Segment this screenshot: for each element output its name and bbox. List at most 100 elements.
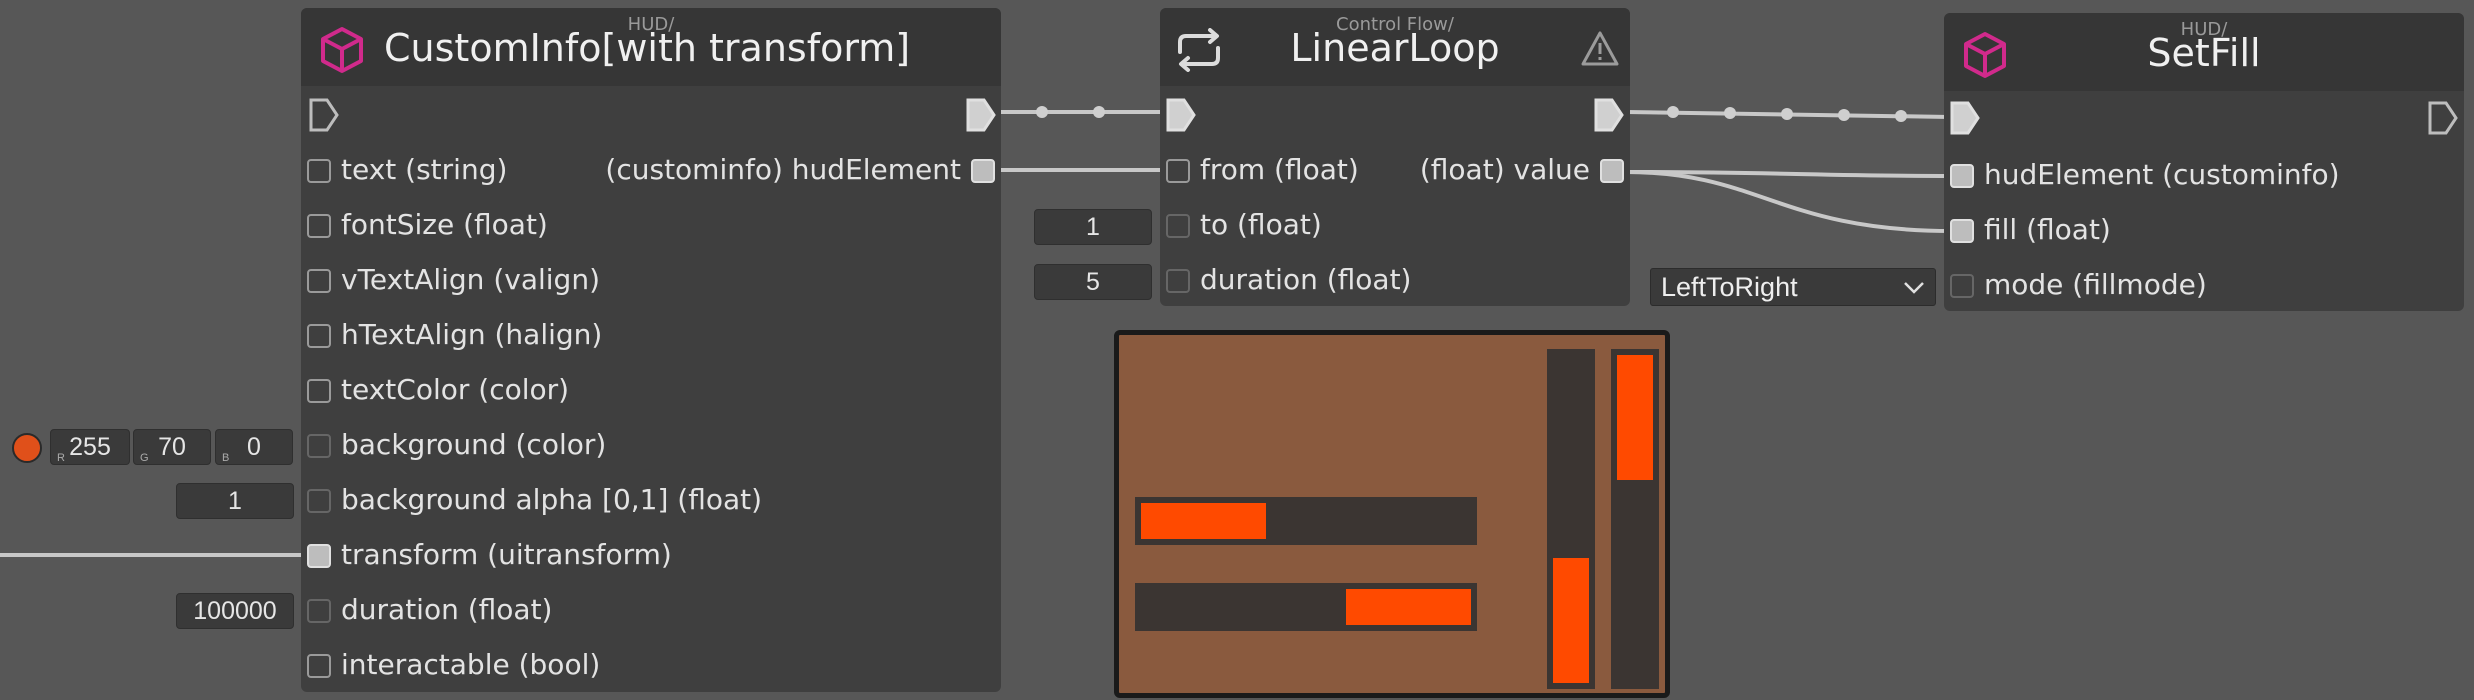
pin-label: duration (float) <box>1200 263 1412 296</box>
pin-label: textColor (color) <box>341 373 570 406</box>
pin-row-hudelement: hudElement (custominfo) <box>1944 156 2464 196</box>
loop-icon <box>1178 28 1220 72</box>
linearloop-duration-field[interactable]: 5 <box>1034 264 1152 300</box>
node-title: CustomInfo[with transform] <box>384 26 911 70</box>
color-r-label: R <box>57 452 65 464</box>
output-label-value: (float) value <box>1419 153 1590 186</box>
pin-label: interactable (bool) <box>341 648 601 681</box>
output-label-hudelement: (custominfo) hudElement <box>605 153 961 186</box>
linearloop-to-field[interactable]: 1 <box>1034 209 1152 245</box>
input-pin[interactable] <box>307 654 331 678</box>
pin-row-duration: duration (float) <box>1160 261 1630 301</box>
pin-label: background alpha [0,1] (float) <box>341 483 763 516</box>
pin-row-vtextalign: vTextAlign (valign) <box>301 261 1001 301</box>
setfill-node-header[interactable]: HUD/ SetFill <box>1944 13 2464 91</box>
fill-bar-left-to-right <box>1135 497 1477 545</box>
fill-bar-left-to-right-fill <box>1141 503 1267 539</box>
fill-preview-panel <box>1114 330 1670 698</box>
pin-label: text (string) <box>341 153 508 186</box>
custominfo-node[interactable]: HUD/ CustomInfo[with transform] text (st… <box>301 8 1001 692</box>
pin-row-duration: duration (float) <box>301 591 1001 631</box>
pin-row-textcolor: textColor (color) <box>301 371 1001 411</box>
pin-row-transform: transform (uitransform) <box>301 536 1001 576</box>
input-pin[interactable] <box>307 159 331 183</box>
pin-label: duration (float) <box>341 593 553 626</box>
exec-output-pin[interactable] <box>966 98 996 132</box>
input-pin[interactable] <box>307 324 331 348</box>
color-b-label: B <box>222 452 230 464</box>
setfill-node[interactable]: HUD/ SetFill hudElement (custominfo) fil… <box>1944 13 2464 311</box>
fill-bar-bottom-to-top <box>1547 349 1595 689</box>
fill-bar-right-to-left <box>1135 583 1477 631</box>
input-pin[interactable] <box>307 214 331 238</box>
fill-bar-top-to-bottom-fill <box>1617 355 1653 480</box>
pin-label: hudElement (custominfo) <box>1984 158 2340 191</box>
linearloop-node[interactable]: Control Flow/ LinearLoop from (float) (f… <box>1160 8 1630 306</box>
input-pin[interactable] <box>1166 159 1190 183</box>
pin-label: hTextAlign (halign) <box>341 318 603 351</box>
pin-label: to (float) <box>1200 208 1322 241</box>
pin-row-fontsize: fontSize (float) <box>301 206 1001 246</box>
linearloop-node-header[interactable]: Control Flow/ LinearLoop <box>1160 8 1630 86</box>
input-pin[interactable] <box>307 599 331 623</box>
input-pin[interactable] <box>307 489 331 513</box>
color-g-field[interactable]: G 70 <box>133 429 211 465</box>
input-pin[interactable] <box>307 434 331 458</box>
pin-row-htextalign: hTextAlign (halign) <box>301 316 1001 356</box>
pin-row-from: from (float) (float) value <box>1160 151 1630 191</box>
exec-input-pin[interactable] <box>1166 98 1196 132</box>
color-swatch[interactable] <box>12 433 42 463</box>
color-b-field[interactable]: B 0 <box>215 429 293 465</box>
input-pin[interactable] <box>307 544 331 568</box>
node-category: HUD/ <box>627 14 675 35</box>
pin-label: background (color) <box>341 428 607 461</box>
color-g-value: 70 <box>158 433 186 461</box>
pin-label: vTextAlign (valign) <box>341 263 600 296</box>
node-category: HUD/ <box>2180 19 2228 40</box>
color-r-value: 255 <box>69 433 111 461</box>
pin-row-to: to (float) <box>1160 206 1630 246</box>
color-g-label: G <box>140 452 149 464</box>
pin-row-background: background (color) <box>301 426 1001 466</box>
color-r-field[interactable]: R 255 <box>50 429 130 465</box>
pin-row-interactable: interactable (bool) <box>301 646 1001 686</box>
pin-label: fontSize (float) <box>341 208 548 241</box>
warning-icon[interactable] <box>1580 30 1620 68</box>
output-pin-hudelement[interactable] <box>971 159 995 183</box>
input-pin[interactable] <box>1950 219 1974 243</box>
exec-output-pin[interactable] <box>1594 98 1624 132</box>
fill-bar-top-to-bottom <box>1611 349 1659 689</box>
background-alpha-field[interactable]: 1 <box>176 483 294 519</box>
input-pin[interactable] <box>307 379 331 403</box>
pin-row-background-alpha: background alpha [0,1] (float) <box>301 481 1001 521</box>
input-pin[interactable] <box>1950 274 1974 298</box>
input-pin[interactable] <box>1166 269 1190 293</box>
fill-bar-right-to-left-fill <box>1345 589 1471 625</box>
custominfo-node-header[interactable]: HUD/ CustomInfo[with transform] <box>301 8 1001 86</box>
fill-mode-dropdown[interactable]: LeftToRight <box>1650 268 1936 306</box>
duration-field[interactable]: 100000 <box>176 593 294 629</box>
pin-label: mode (fillmode) <box>1984 268 2207 301</box>
node-title: SetFill <box>2147 31 2261 75</box>
input-pin[interactable] <box>307 269 331 293</box>
pin-row-text: text (string) (custominfo) hudElement <box>301 151 1001 191</box>
exec-output-pin[interactable] <box>2428 101 2458 135</box>
cube-icon <box>321 27 363 73</box>
pin-row-fill: fill (float) <box>1944 211 2464 251</box>
output-pin-value[interactable] <box>1600 159 1624 183</box>
input-pin[interactable] <box>1950 164 1974 188</box>
pin-label: from (float) <box>1200 153 1359 186</box>
chevron-down-icon <box>1904 282 1924 294</box>
color-b-value: 0 <box>247 433 261 461</box>
pin-row-mode: mode (fillmode) <box>1944 266 2464 306</box>
exec-input-pin[interactable] <box>309 98 339 132</box>
fill-mode-value: LeftToRight <box>1661 272 1798 302</box>
pin-label: fill (float) <box>1984 213 2111 246</box>
input-pin[interactable] <box>1166 214 1190 238</box>
pin-label: transform (uitransform) <box>341 538 672 571</box>
cube-icon <box>1964 32 2006 78</box>
node-category: Control Flow/ <box>1336 14 1454 35</box>
exec-input-pin[interactable] <box>1950 101 1980 135</box>
fill-bar-bottom-to-top-fill <box>1553 558 1589 683</box>
node-title: LinearLoop <box>1290 26 1500 70</box>
